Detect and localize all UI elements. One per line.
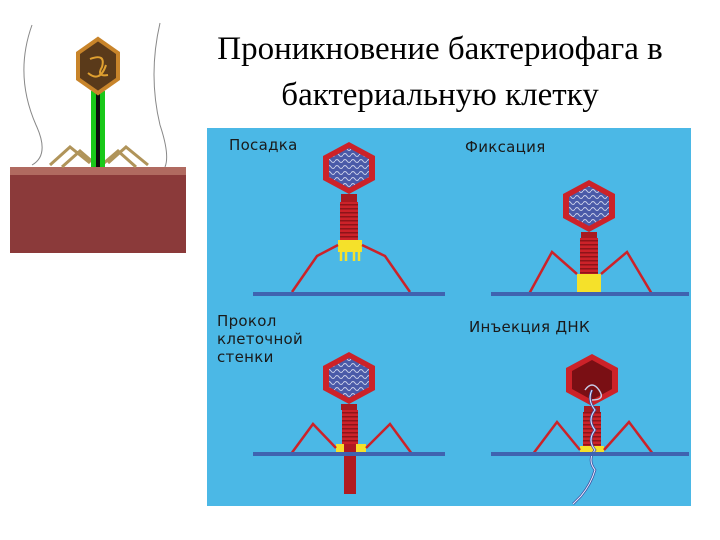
label-injection-line-1: Инъекция ДНК: [469, 318, 590, 336]
stage-injection: [491, 354, 689, 505]
cell-wall-top: [10, 167, 186, 175]
phage-collar: [338, 240, 362, 252]
phage-tail-core: [96, 91, 100, 167]
stage-fixation: [491, 180, 689, 296]
injected-dna-highlight: [572, 389, 596, 505]
tail-fiber-right: [361, 243, 412, 293]
tail-fiber-left: [48, 145, 95, 169]
infection-stages-panel: Посадка Фиксация Прокол клеточной стенки…: [207, 128, 691, 506]
cell-membrane: [491, 292, 689, 296]
cell-membrane: [491, 452, 689, 456]
tail-fiber-left: [290, 243, 339, 293]
tail-fiber-right: [600, 250, 654, 295]
label-puncture: Прокол клеточной стенки: [217, 312, 303, 366]
stages-diagram: [253, 142, 689, 505]
phage-dna-coil: [87, 56, 109, 78]
label-puncture-line-2: клеточной: [217, 330, 304, 348]
stage-puncture: [253, 352, 445, 494]
hair-line-left: [23, 24, 43, 166]
label-fixation-line-1: Фиксация: [465, 138, 546, 156]
label-fixation: Фиксация: [465, 138, 546, 156]
phage-neck: [584, 406, 600, 412]
phage-neck: [341, 194, 357, 202]
label-landing-line-1: Посадка: [229, 136, 298, 154]
tail-pins: [339, 252, 361, 261]
phage-animation-illustration: [10, 22, 186, 253]
phage-head-dna: [329, 148, 369, 188]
phage-tail: [342, 410, 358, 444]
phage-neck: [581, 232, 597, 238]
stage-landing: [253, 142, 445, 296]
tail-fiber-left: [527, 250, 578, 295]
tail-fiber-right: [603, 420, 654, 455]
phage-tail: [580, 238, 598, 274]
phage-head-inner: [572, 360, 612, 400]
tail-fiber-right: [365, 422, 414, 455]
phage-head-dna: [569, 186, 609, 226]
hair-line-right: [153, 22, 168, 168]
phage-head: [76, 36, 120, 96]
phage-neck: [341, 404, 357, 410]
cell-wall: [10, 175, 186, 253]
tail-core-inserted: [344, 444, 356, 494]
phage-tail: [583, 412, 601, 446]
tail-fiber-left: [289, 422, 337, 455]
cell-membrane: [253, 292, 445, 296]
phage-collar: [577, 274, 601, 292]
cell-membrane: [253, 452, 445, 456]
label-puncture-line-3: стенки: [217, 348, 274, 366]
tail-fiber-right: [103, 145, 149, 169]
title-line-1: Проникновение бактериофага в: [217, 31, 663, 67]
residual-dna: [584, 384, 603, 401]
phage-head-dna: [329, 358, 369, 398]
phage-tail: [340, 202, 358, 240]
tail-fiber-left: [532, 419, 581, 455]
label-injection: Инъекция ДНК: [469, 318, 590, 336]
slide-title: Проникновение бактериофага в бактериальн…: [180, 26, 700, 118]
title-line-2: бактериальную клетку: [281, 77, 599, 113]
label-landing: Посадка: [229, 136, 298, 154]
label-puncture-line-1: Прокол: [217, 312, 277, 330]
phage-collar: [580, 446, 604, 456]
